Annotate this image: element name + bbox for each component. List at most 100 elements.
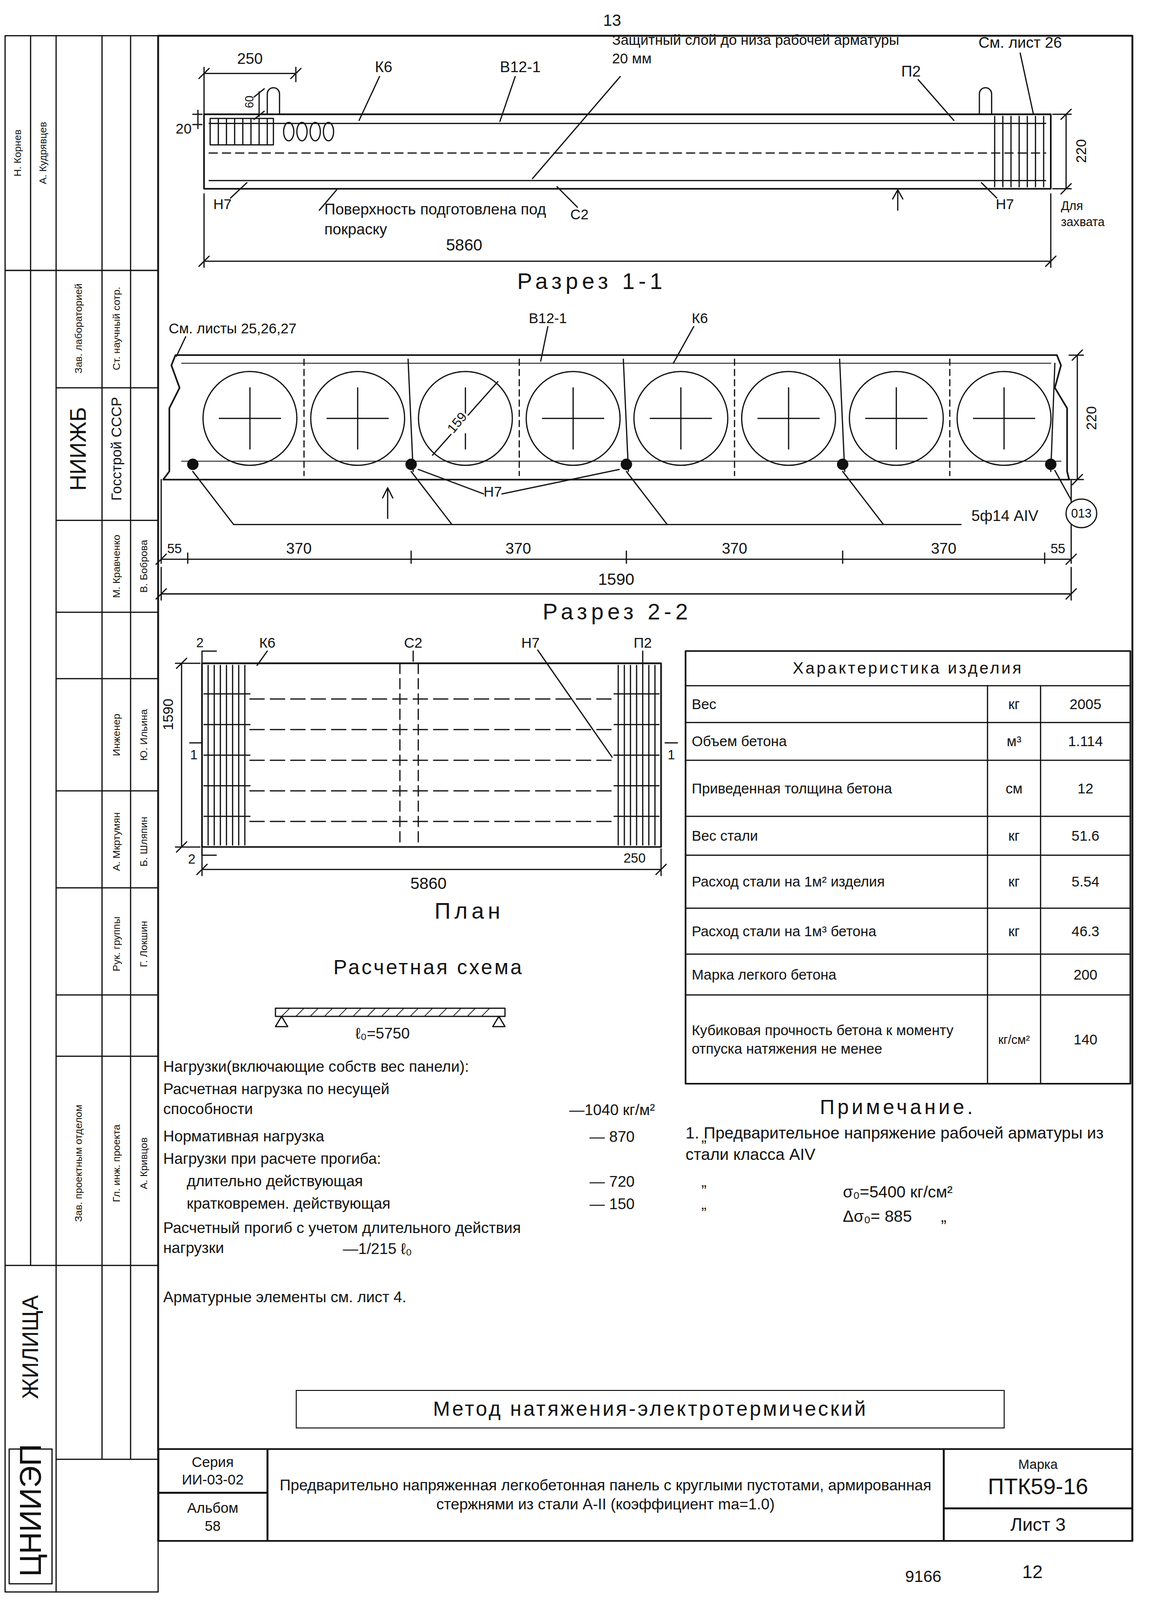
dimension-text: 250 [623,849,646,867]
part-mark: 1 [190,746,198,764]
stamp-text: В. Боброва [137,539,151,593]
title-album-cell: Альбом58 [158,1492,268,1541]
stamp-text: НИИЖБ [63,406,94,491]
part-mark: К6 [691,308,708,328]
panel-plan-part [189,650,678,856]
box-text: 013 [1071,505,1092,521]
stamp-text: Госстрой СССР [107,397,126,501]
stamp-text: Зав. лабораторией [72,283,86,374]
panel-elevation-part [994,116,1045,187]
heading-text: Разрез 1-1 [516,266,667,297]
section-1-1-part [155,567,1077,600]
dimension-text: 250 [237,49,263,70]
section-1-1-part [621,458,632,470]
table-cell: 2005 [1069,694,1102,714]
section-1-1 [155,326,1084,600]
note-text: 1. Предварительное напряжение рабочей ар… [685,1122,1135,1165]
design-scheme-part [275,1008,505,1017]
box-text: Марка [1018,1455,1058,1473]
stamp-text: Рук. группы [109,916,123,972]
section-1-1-part [1068,349,1084,485]
value-text: σ₀=5400 кг/см² [842,1181,953,1203]
part-mark: 12 [1022,1559,1043,1583]
note-text: Защитный слой до низа рабочей арматуры 2… [611,30,918,68]
heading-text: Разрез 2-2 [542,597,692,627]
stamp-text: Г. Локшин [137,920,151,967]
dimension-text: 55 [1050,540,1066,558]
value-text: „ [701,1171,707,1192]
sheet-frame [4,35,1133,1592]
table-cell: Расход стали на 1м² изделия [691,872,983,891]
note-text: Для захвата [1061,197,1129,230]
note-text: Нормативная нагрузка [163,1126,572,1147]
table-cell: см [1005,778,1023,798]
table-cell: 1.114 [1067,731,1103,751]
stamp-text: А. Кудрявцев [36,121,50,185]
stamp-text: А. Мкртумян [109,812,123,872]
stamp-text: Зав. проектным отделом [72,1104,86,1222]
stamp-text: Гл. инж. проекта [109,1124,123,1202]
heading-text: План [434,896,505,926]
panel-elevation-part [283,122,294,141]
title-sheet-cell: Лист 3 [943,1507,1133,1541]
panel-plan-part [202,663,662,847]
dimension-text: 220 [1082,406,1101,431]
heading-text: Характеристика изделия [792,657,1024,680]
dimension-text: 60 [242,95,258,109]
note-text: длительно действующая [186,1171,595,1192]
box-text: Метод натяжения-электротермический [433,1395,868,1422]
stamp-text: Инженер [109,713,123,756]
panel-plan-part [249,698,612,821]
panel-elevation-part [310,122,321,141]
section-1-1-part [418,371,513,466]
stamp-text: А. Кривцов [137,1137,151,1190]
panel-elevation-part [267,87,992,115]
characteristics-table-part [685,650,1131,1084]
dimension-text: 1590 [158,698,178,730]
title-description-cell: Предварительно напряженная легкобетонная… [267,1448,944,1541]
panel-plan-part [204,665,250,845]
dimension-text: 370 [505,538,531,559]
value-text: „ [701,1193,707,1214]
stamp-text: ЖИЛИЩА [16,1294,46,1399]
table-cell: Марка легкого бетона [691,965,983,984]
table-cell: 12 [1077,778,1094,798]
part-mark: 13 [603,9,622,32]
note-text: Расчетная нагрузка по несущей способност… [163,1079,470,1120]
dimension-text: 370 [285,538,312,559]
part-mark: Н7 [213,194,232,214]
note-text: Нагрузки при расчете прогиба: [163,1148,623,1169]
box-text: Предварительно напряженная легкобетонная… [273,1475,938,1514]
sheet-frame-part [4,35,158,1592]
panel-elevation-part [230,53,1034,210]
part-mark: 2 [188,850,196,868]
panel-plan [175,649,678,876]
part-mark: 1 [667,746,675,764]
dimension-text: ℓ₀=5750 [355,1023,410,1044]
value-text: Δσ₀= 885 [842,1205,913,1227]
stamp-text: М. Кравченко [109,534,123,598]
panel-plan-part [614,665,660,845]
part-mark: 9166 [905,1565,942,1587]
part-mark: П2 [901,61,921,82]
panel-elevation-part [209,123,1046,181]
note-text: кратковремен. действующая [186,1193,595,1214]
table-cell: кг/см² [998,1030,1030,1048]
title-series-cell: СерияИИ-03-02 [158,1448,268,1493]
table-cell: кг [1008,921,1021,941]
panel-elevation-part [198,193,1056,268]
panel-plan-part [175,658,200,853]
section-1-1-part [181,362,1062,461]
table-cell: Вес [691,694,983,714]
note-text: Поверхность подготовлена под покраску [324,199,575,240]
table-cell: 140 [1073,1029,1098,1049]
table-cell: 200 [1073,965,1098,984]
panel-elevation-part [1052,109,1072,194]
section-1-1-part [432,381,498,456]
value-text: — 870 [589,1126,635,1147]
heading-text: Расчетная схема [333,953,524,981]
dimension-text: 370 [721,538,747,559]
table-cell: кг [1008,694,1021,714]
panel-elevation [192,53,1072,268]
